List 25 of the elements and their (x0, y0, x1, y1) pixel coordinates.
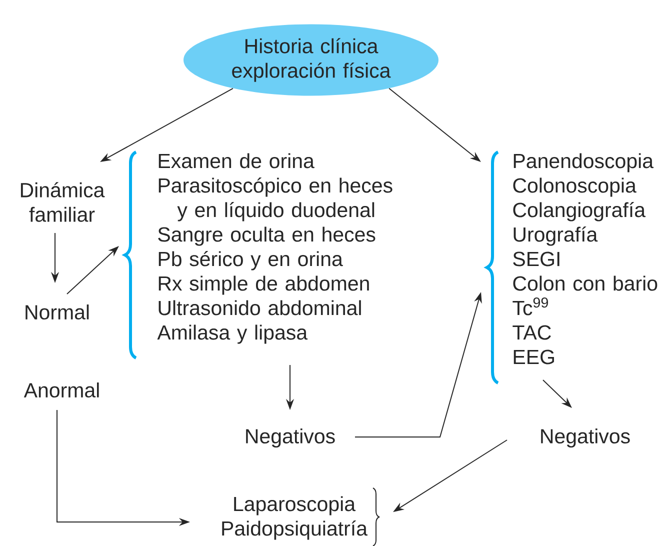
node-label: Ultrasonido abdominal (158, 300, 361, 316)
node-label: Colangiografía (513, 202, 646, 222)
step-label: Normal (26, 304, 89, 320)
node-label: Sangre oculta en heces (158, 226, 376, 246)
node-label: Examen de orina (158, 153, 314, 168)
test-list: Laparoscopia Paidopsiquiatría (222, 496, 368, 540)
step-label: Negativos (246, 428, 335, 448)
node-label: Parasitoscópico en heces y en líquido duodenal (158, 177, 392, 222)
node-label: TAC (512, 325, 551, 340)
node-label: Urografía (514, 226, 598, 246)
node-label: SEGI (513, 252, 560, 266)
step-label: Anormal (24, 382, 99, 398)
node-label: Tc$^{99}$ (512, 298, 548, 316)
test-list: Panendoscopia Colonoscopia Colangiografía Urografía SEGI Colon con bario Tc$^{99}$ TAC EEG (512, 153, 658, 364)
node-label: Pb sérico y en orina (158, 250, 343, 270)
test-list: Examen de orina Parasitoscópico en heces y en líquido duodenal Sangre oculta en heces Pb sérico y en orina Rx simple de abdomen Ultrasonido abdominal Amilasa y lipasa (157, 153, 392, 344)
node-label: EEG (514, 350, 554, 364)
node-label: Colonoscopia (513, 178, 636, 197)
step-label: Negativos (541, 428, 630, 448)
node-label: Panendoscopia (514, 153, 654, 172)
ellipse-node: Historia clínica exploración física (184, 24, 438, 96)
node-label: Colon con bario (513, 276, 658, 291)
node-label: Amilasa y lipasa (157, 324, 308, 344)
step-label: Dinámica familiar (20, 182, 105, 222)
node-label: Rx simple de abdomen (158, 276, 369, 295)
